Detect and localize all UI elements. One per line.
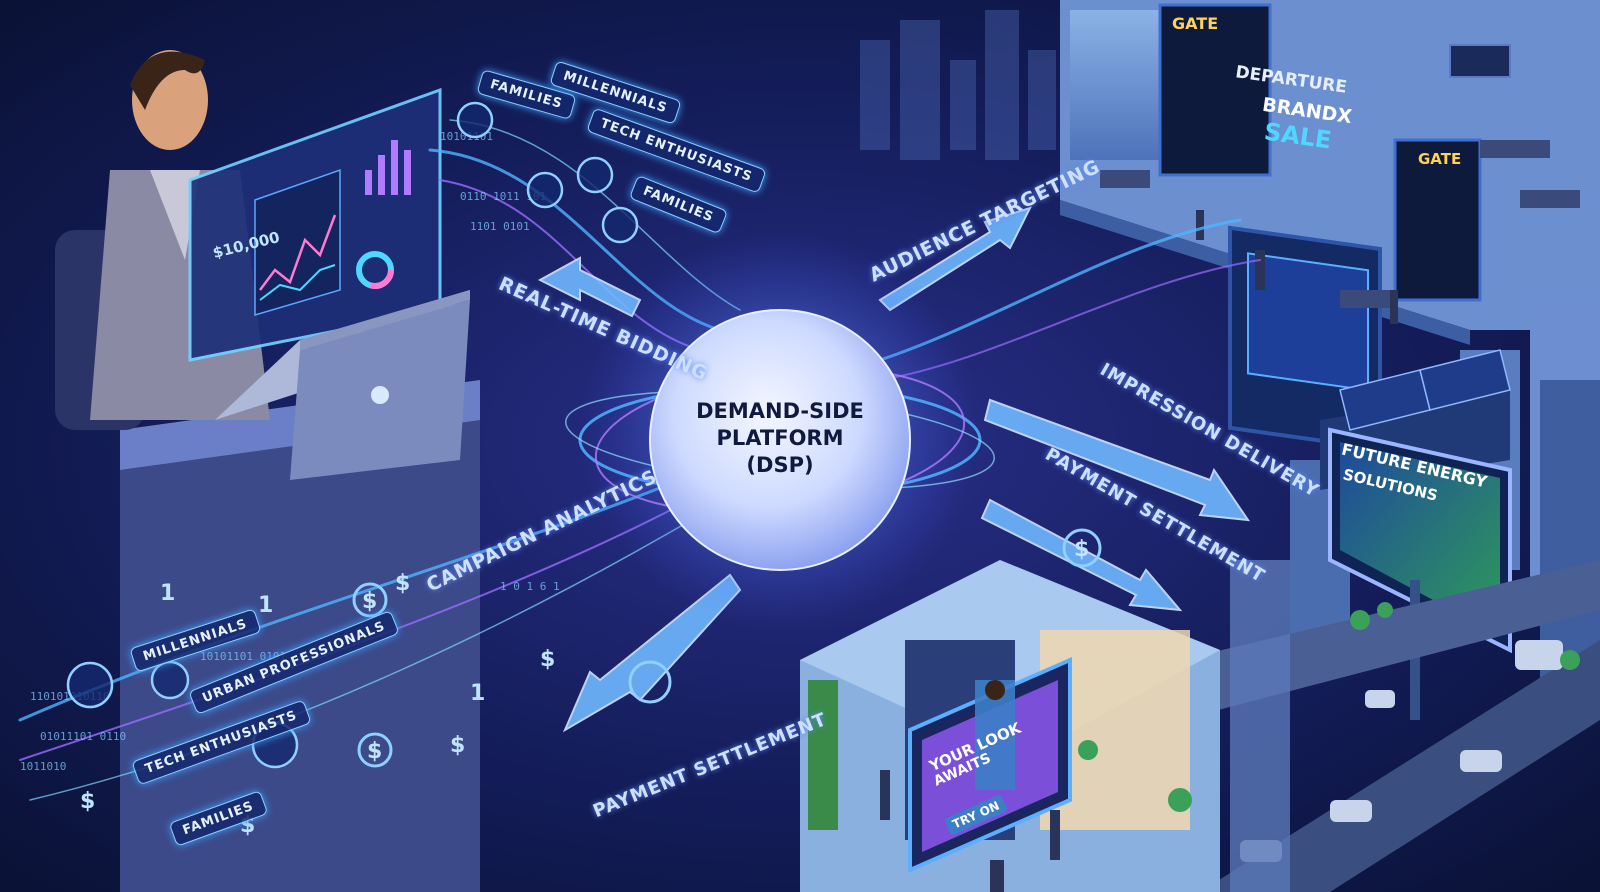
svg-text:1 0 1 6 1: 1 0 1 6 1 [500,580,560,593]
airport-terminal [1060,0,1600,452]
departure-board-left [1158,3,1272,177]
currency-icons [352,528,1102,768]
svg-text:0110 1011 101: 0110 1011 101 [460,190,546,203]
svg-text:$: $ [450,733,465,758]
svg-text:$: $ [540,647,555,672]
data-streams [18,119,1261,801]
solar-panel [1339,349,1511,431]
svg-text:$: $ [367,739,382,764]
marketer-workstation [55,50,480,892]
arrow-payment-settlement-right [980,498,1183,612]
arrow-impression-delivery [983,398,1251,522]
brand-ad-screen [1247,252,1369,392]
svg-text:$: $ [1074,537,1089,562]
core-line-3: (DSP) [746,453,814,477]
svg-text:1: 1 [160,581,175,606]
dsp-core-label: DEMAND-SIDE PLATFORM (DSP) [660,398,900,479]
gate-label-right: GATE [1418,150,1462,168]
core-line-1: DEMAND-SIDE [696,399,864,423]
gate-label-left: GATE [1172,14,1219,33]
svg-text:1011010: 1011010 [20,760,66,773]
svg-text:1: 1 [470,681,485,706]
departure-board-right [1393,138,1482,302]
city-billboard-scene [1180,300,1600,892]
svg-text:01011101 0110: 01011101 0110 [40,730,126,743]
svg-text:1: 1 [258,593,273,618]
dsp-core-sphere [649,309,911,571]
svg-text:$: $ [362,589,377,614]
highway [1200,640,1600,892]
svg-text:1101 0101: 1101 0101 [470,220,530,233]
svg-text:$: $ [395,571,410,596]
audience-avatars [66,101,639,769]
city-skyline [860,10,1056,160]
flow-arrows [537,206,1251,733]
svg-text:$: $ [80,789,95,814]
billboard-screen [1340,442,1500,636]
core-line-2: PLATFORM [716,426,844,450]
